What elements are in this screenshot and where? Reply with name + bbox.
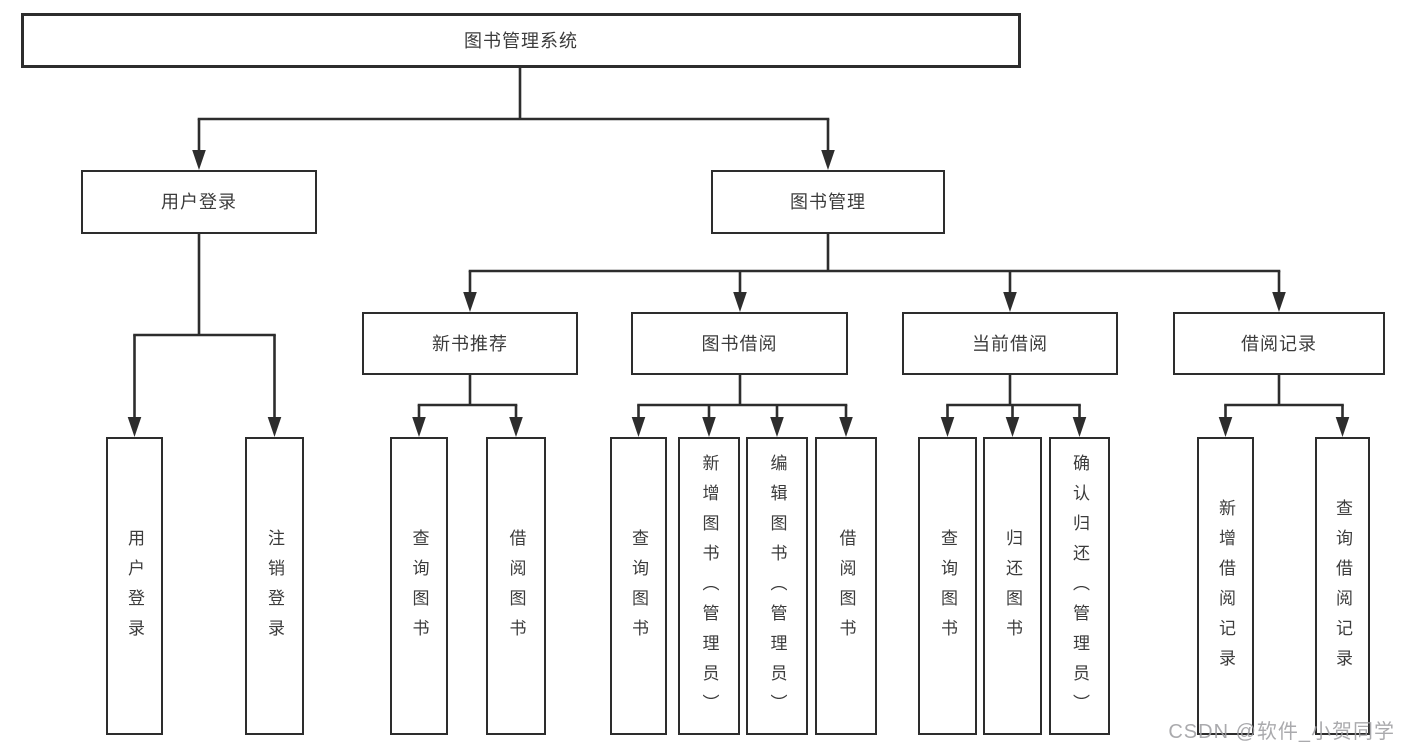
leaf-label: 注销登录 — [265, 529, 284, 649]
leaf-add-borrow-record: 新增借阅记录 — [1197, 437, 1254, 735]
node-current-borrow: 当前借阅 — [902, 312, 1118, 375]
node-label: 图书管理 — [790, 192, 866, 212]
leaf-label: 确认归还（管理员） — [1070, 454, 1089, 724]
node-label: 图书管理系统 — [464, 30, 578, 51]
leaf-edit-books-admin: 编辑图书（管理员） — [746, 437, 808, 735]
node-book-borrow: 图书借阅 — [631, 312, 848, 375]
leaf-query-books-borrow: 查询图书 — [610, 437, 667, 735]
leaf-label: 查询图书 — [409, 529, 429, 649]
leaf-query-books-current: 查询图书 — [918, 437, 977, 735]
leaf-label: 借阅图书 — [836, 529, 856, 649]
node-user-login: 用户登录 — [81, 170, 317, 234]
node-label: 借阅记录 — [1241, 333, 1317, 354]
leaf-label: 归还图书 — [1003, 529, 1022, 649]
node-label: 用户登录 — [161, 192, 237, 212]
node-label: 新书推荐 — [432, 333, 508, 354]
node-label: 图书借阅 — [701, 333, 778, 354]
leaf-query-borrow-record: 查询借阅记录 — [1315, 437, 1370, 735]
csdn-watermark: CSDN @软件_小贺同学 — [1168, 721, 1395, 743]
leaf-label: 查询图书 — [938, 529, 957, 649]
leaf-label: 新增借阅记录 — [1216, 499, 1235, 679]
leaf-confirm-return-admin: 确认归还（管理员） — [1049, 437, 1110, 735]
leaf-borrow-books: 借阅图书 — [815, 437, 877, 735]
leaf-label: 用户登录 — [125, 529, 144, 649]
leaf-label: 编辑图书（管理员） — [767, 454, 787, 724]
node-new-book-recommend: 新书推荐 — [362, 312, 578, 375]
node-book-management: 图书管理 — [711, 170, 945, 234]
leaf-borrow-books-recommend: 借阅图书 — [486, 437, 546, 735]
node-borrow-records: 借阅记录 — [1173, 312, 1385, 375]
leaf-user-login: 用户登录 — [106, 437, 163, 735]
leaf-return-books: 归还图书 — [983, 437, 1042, 735]
leaf-label: 查询借阅记录 — [1333, 499, 1352, 679]
leaf-label: 新增图书（管理员） — [699, 454, 719, 724]
leaf-logout: 注销登录 — [245, 437, 304, 735]
leaf-add-books-admin: 新增图书（管理员） — [678, 437, 740, 735]
leaf-label: 借阅图书 — [506, 529, 526, 649]
leaf-label: 查询图书 — [629, 529, 648, 649]
leaf-query-books-recommend: 查询图书 — [390, 437, 448, 735]
node-label: 当前借阅 — [972, 333, 1048, 354]
arrowheads — [127, 150, 1350, 437]
node-library-management-system: 图书管理系统 — [21, 13, 1021, 68]
